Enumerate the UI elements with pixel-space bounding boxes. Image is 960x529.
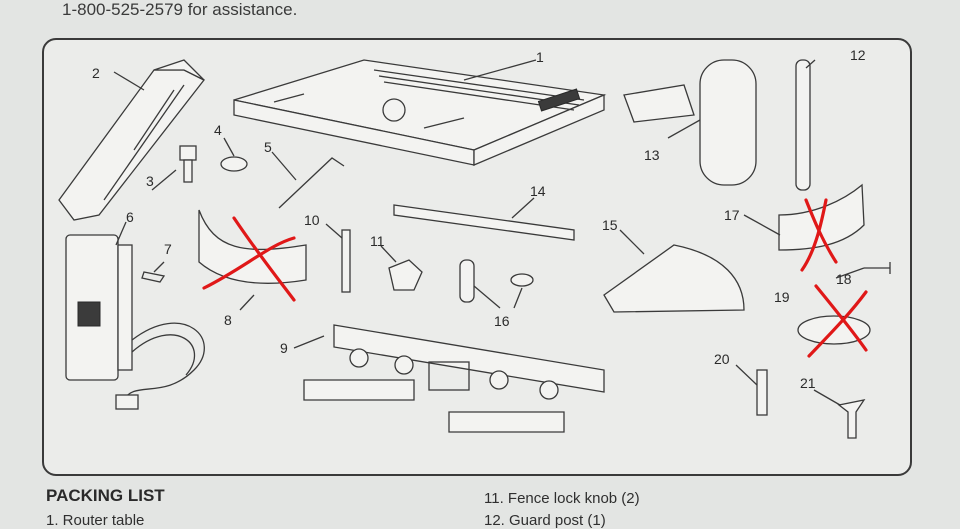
part-label-9: 9 [280, 340, 288, 356]
part-label-20: 20 [714, 351, 730, 367]
handle-part [459, 259, 534, 303]
fence-part [303, 324, 605, 433]
bracket-part [58, 59, 205, 221]
assistance-phone-text: 1-800-525-2579 for assistance. [62, 0, 298, 19]
part-label-17: 17 [724, 207, 740, 223]
packing-list-item-11: 11. Fence lock knob (2) [484, 490, 640, 507]
part-label-2: 2 [92, 65, 100, 81]
part-label-10: 10 [304, 212, 320, 228]
lock-washer-part [220, 156, 248, 172]
clamp-tube-part [623, 59, 757, 186]
part-label-4: 4 [214, 122, 222, 138]
screw-21-part [837, 399, 866, 439]
router-table-part [233, 59, 607, 166]
carriage-bolt-part [341, 229, 351, 293]
part-label-21: 21 [800, 375, 816, 391]
part-label-18: 18 [836, 271, 852, 287]
cap-screw-part [179, 145, 197, 183]
hex-key-part [278, 157, 345, 209]
part-label-16: 16 [494, 313, 510, 329]
guard-8-part [198, 209, 307, 284]
part-label-6: 6 [126, 209, 134, 225]
parts-diagram: 1 2 3 4 5 6 7 8 9 10 11 12 13 14 15 16 1… [42, 38, 912, 476]
part-label-12: 12 [850, 47, 866, 63]
lock-knob-part [388, 259, 423, 291]
crossed-out-mark-17 [800, 198, 838, 272]
switch-box-part [65, 234, 205, 410]
rail-part [393, 204, 575, 241]
parts-diagram-svg: 1 2 3 4 5 6 7 8 9 10 11 12 13 14 15 16 1… [58, 47, 891, 439]
standoff-part [756, 369, 768, 416]
miter-gauge-part [603, 244, 745, 313]
packing-list-title: PACKING LIST [46, 486, 165, 505]
part-label-14: 14 [530, 183, 546, 199]
leader-1 [463, 59, 537, 81]
screw-18-part [864, 262, 891, 274]
part-label-3: 3 [146, 173, 154, 189]
leader-2 [113, 71, 145, 91]
part-label-1: 1 [536, 49, 544, 65]
part-label-7: 7 [164, 241, 172, 257]
crossed-out-mark-8 [202, 216, 296, 302]
guard-post-part [795, 59, 811, 191]
part-label-15: 15 [602, 217, 618, 233]
part-label-8: 8 [224, 312, 232, 328]
screw-7-part [141, 271, 166, 283]
crossed-out-mark-19 [807, 284, 868, 358]
part-label-13: 13 [644, 147, 660, 163]
part-label-5: 5 [264, 139, 272, 155]
part-label-19: 19 [774, 289, 790, 305]
part-label-11: 11 [370, 233, 385, 249]
